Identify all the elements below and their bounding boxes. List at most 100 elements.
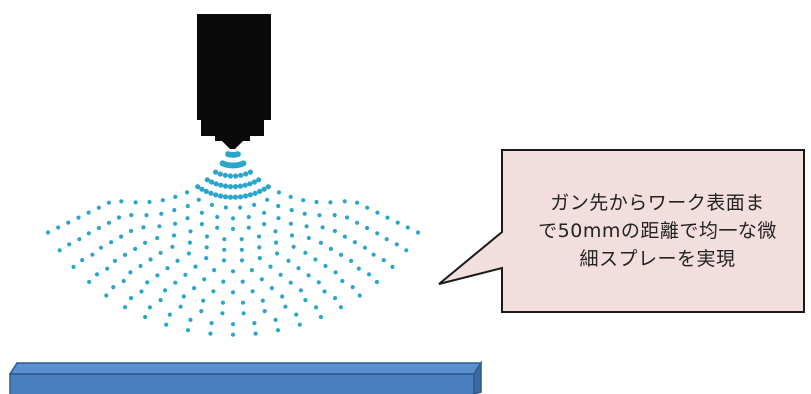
- spray-dot: [338, 305, 343, 310]
- spray-dot: [355, 200, 360, 205]
- spray-dot: [86, 231, 91, 236]
- spray-dot: [119, 199, 124, 204]
- spray-dot: [106, 220, 111, 225]
- spray-dot: [318, 314, 323, 320]
- spray-dot: [404, 248, 409, 253]
- spray-dot: [302, 211, 307, 216]
- spray-dot: [405, 225, 410, 230]
- spray-dot: [249, 268, 254, 273]
- spray-dot: [265, 184, 271, 190]
- spray-dot: [338, 252, 344, 257]
- spray-dot: [261, 186, 267, 192]
- spray-dot: [222, 237, 227, 242]
- spray-dot: [262, 210, 267, 215]
- spray-dot: [155, 235, 160, 241]
- spray-dot: [143, 314, 148, 320]
- spray-dot: [128, 296, 134, 301]
- spray-dot: [122, 252, 128, 257]
- spray-dot: [141, 225, 146, 230]
- spray-dot: [349, 258, 354, 263]
- spray-dot: [274, 240, 279, 245]
- spray-dot: [218, 182, 224, 188]
- spray-dot: [314, 305, 319, 310]
- callout-line-2: で50mmの距離で均一な微: [538, 220, 777, 242]
- spray-dot: [240, 300, 246, 305]
- spray-dot: [275, 328, 281, 333]
- spray-dot: [199, 222, 204, 227]
- spray-dot: [138, 263, 143, 269]
- spray-dot: [384, 237, 389, 242]
- spray-dot: [289, 208, 294, 213]
- spray-dot: [183, 272, 188, 277]
- spray-dot: [288, 280, 293, 285]
- spray-dot: [276, 216, 281, 221]
- spray-dot: [129, 213, 134, 218]
- spray-dot: [144, 213, 149, 218]
- spray-dot: [288, 221, 293, 226]
- spray-dot: [112, 258, 117, 263]
- spray-dot: [123, 305, 128, 310]
- spray-dot: [355, 220, 360, 225]
- spray-dot: [203, 188, 209, 194]
- spray-dot: [328, 246, 333, 251]
- spray-dot: [251, 179, 257, 185]
- spray-dot: [283, 304, 288, 309]
- spray-dot: [385, 215, 390, 220]
- spray-dot: [220, 300, 226, 305]
- spray-dot: [129, 228, 134, 234]
- spray-dot: [148, 257, 153, 262]
- spray-dot: [314, 199, 319, 205]
- spray-dot: [223, 183, 229, 189]
- spray-dot: [294, 312, 299, 317]
- spray-dot: [86, 210, 91, 215]
- spray-dot: [233, 173, 239, 179]
- spray-dot: [286, 258, 291, 263]
- spray-dot: [199, 309, 204, 314]
- spray-dot: [77, 237, 82, 242]
- spray-dot: [209, 202, 214, 207]
- spray-dot: [288, 194, 293, 199]
- spray-dot: [276, 190, 282, 195]
- spray-dot: [96, 225, 101, 231]
- spray-dot: [208, 190, 214, 196]
- spray-dot: [213, 169, 219, 175]
- spray-dot: [143, 240, 148, 245]
- spray-dot: [365, 225, 370, 231]
- spray-dot: [45, 230, 51, 235]
- spray-dot: [109, 240, 114, 245]
- spray-dot: [256, 177, 262, 183]
- spray-dot: [188, 317, 193, 322]
- spray-dot: [213, 192, 219, 198]
- spray-dot: [184, 190, 190, 195]
- spray-dot: [375, 210, 380, 215]
- spray-dot: [195, 184, 201, 190]
- spray-dot: [215, 214, 220, 220]
- spray-dot: [247, 169, 253, 175]
- spray-dot: [165, 266, 170, 271]
- spray-dot: [221, 279, 226, 284]
- spray-dot: [188, 229, 193, 234]
- spray-dot: [173, 221, 178, 226]
- spray-dot: [332, 296, 338, 301]
- spray-dot: [223, 205, 228, 210]
- spray-dot: [332, 213, 337, 218]
- spray-dot: [239, 258, 245, 263]
- spray-dot: [246, 225, 251, 230]
- spray-dot: [342, 234, 347, 239]
- spray-dot: [147, 305, 152, 310]
- spray-dot: [344, 215, 350, 220]
- spray-dot: [256, 234, 262, 239]
- spray-dot: [106, 200, 111, 205]
- spray-dot: [333, 270, 338, 275]
- spray-dot: [185, 216, 190, 221]
- spray-dot: [181, 294, 186, 299]
- spray-dot: [242, 182, 248, 188]
- spray-dot: [212, 268, 217, 273]
- spray-dot: [242, 193, 249, 199]
- spray-dot: [273, 229, 278, 234]
- spray-dot: [253, 331, 258, 336]
- spray-dot: [230, 226, 236, 231]
- spray-dot: [289, 233, 295, 238]
- spray-dot: [276, 203, 281, 209]
- spray-dot: [98, 245, 104, 250]
